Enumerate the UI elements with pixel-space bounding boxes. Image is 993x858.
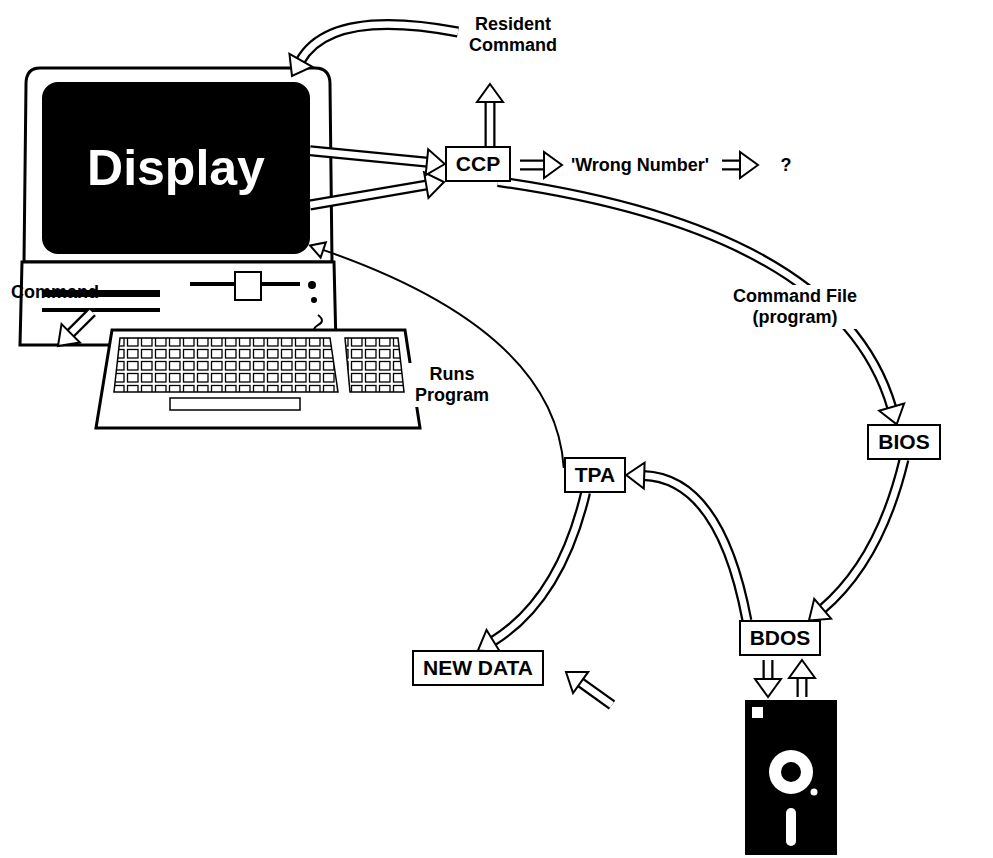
connector <box>310 149 445 175</box>
monitor-body <box>24 68 332 262</box>
arrow-fill <box>492 493 585 642</box>
keys <box>114 338 338 392</box>
hub-ring <box>769 750 813 794</box>
free-label: 'Wrong Number' <box>571 155 709 176</box>
arrow-fill <box>765 660 772 680</box>
arrow-head <box>426 149 445 175</box>
connector <box>498 182 904 425</box>
space-bar <box>170 398 300 410</box>
node-text: BIOS <box>878 429 929 454</box>
head-slot <box>786 808 796 846</box>
block-arrow <box>755 660 781 697</box>
arrow-fill <box>799 677 806 697</box>
block-arrow <box>310 172 444 205</box>
connector <box>478 493 586 652</box>
node-text: Display <box>87 139 265 197</box>
arrow-fill <box>310 151 428 163</box>
process-box: BDOS <box>739 620 822 655</box>
block-arrow <box>566 672 612 705</box>
node-text: CCP <box>456 151 500 176</box>
connector <box>809 460 904 621</box>
process-box: NEW DATA <box>412 650 544 685</box>
arrow-outline <box>485 101 496 146</box>
arrow-outline <box>822 460 904 610</box>
block-arrow <box>789 660 815 697</box>
arrow-outline <box>580 682 612 705</box>
block-arrow <box>477 84 503 146</box>
node-text: NEW DATA <box>423 655 533 680</box>
diskette <box>745 700 837 855</box>
arrow-fill <box>70 312 92 334</box>
edge-label: Runs Program <box>405 363 499 406</box>
node-text: BDOS <box>750 625 811 650</box>
process-box: CCP <box>445 146 511 181</box>
keypad <box>345 338 404 392</box>
index-hole <box>811 789 818 796</box>
edge-label: Command File (program) <box>722 285 868 328</box>
arrow-head <box>477 84 503 102</box>
arrow-head <box>626 463 644 489</box>
block-arrow <box>289 25 458 76</box>
write-notch <box>752 707 763 718</box>
arrow-fill <box>643 476 747 621</box>
free-label: ? <box>781 155 792 176</box>
drive-door <box>235 272 261 300</box>
arrow-outline <box>498 182 892 408</box>
arrow-fill <box>310 185 427 205</box>
arrow-outline <box>520 160 545 171</box>
arrow-outline <box>310 151 428 163</box>
arrow-outline <box>722 160 741 171</box>
arrow-head <box>478 630 500 652</box>
arrow-head <box>289 54 312 76</box>
arrow-outline <box>70 312 92 334</box>
arrow-outline <box>643 476 747 621</box>
arrow-head <box>789 660 815 678</box>
arrow-fill <box>822 460 904 610</box>
process-box: BIOS <box>867 424 940 459</box>
connector <box>626 463 747 621</box>
arrow-line <box>322 250 563 468</box>
arrow-outline <box>310 185 427 205</box>
arrow-fill <box>498 182 892 408</box>
arrow-head <box>740 152 758 178</box>
arrow-head <box>755 679 781 697</box>
arrow-fill <box>300 25 458 62</box>
free-label: Resident Command <box>463 14 563 55</box>
arrow-outline <box>492 493 585 642</box>
block-arrow <box>722 152 758 178</box>
block-arrow <box>58 312 92 346</box>
arrow-fill <box>580 682 612 705</box>
arrow-outline <box>763 660 774 680</box>
connector <box>310 242 564 468</box>
arrow-fill <box>722 162 741 169</box>
drive-slot <box>42 308 160 312</box>
arrow-outline <box>300 25 458 62</box>
free-label: Command <box>11 282 99 303</box>
indicator <box>308 281 316 289</box>
display-screen: Display <box>42 82 310 254</box>
arrow-head <box>544 152 562 178</box>
arrow-head <box>424 172 444 198</box>
process-box: TPA <box>564 457 626 492</box>
arrow-head <box>566 672 588 693</box>
keyboard <box>96 330 420 428</box>
arrow-head <box>310 242 326 257</box>
hub-hole <box>781 762 801 782</box>
arrow-head <box>879 403 904 424</box>
arrow-head <box>809 599 831 621</box>
arrow-fill <box>487 101 494 146</box>
block-arrow <box>520 152 562 178</box>
indicator <box>311 297 317 303</box>
arrow-outline <box>797 677 808 697</box>
arrow-head <box>58 324 80 346</box>
arrow-fill <box>520 162 545 169</box>
node-text: TPA <box>575 462 615 487</box>
